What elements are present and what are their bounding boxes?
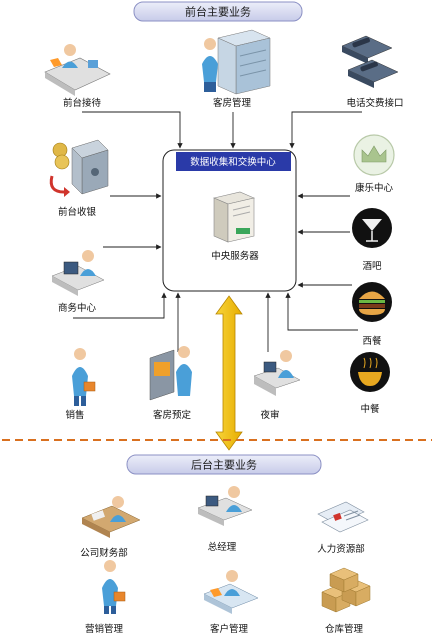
front-banner-label: 前台主要业务 (185, 5, 251, 19)
node-label: 前台接待 (63, 97, 102, 109)
node-chinese-restaurant: 中餐 (350, 352, 390, 415)
node-marketing-mgmt: 营销管理 (85, 560, 126, 635)
node-finance-dept: 公司财务部 (80, 496, 141, 559)
person-briefcase-icon (72, 348, 96, 406)
workstation-icon (51, 250, 105, 296)
node-label: 夜审 (260, 409, 279, 421)
node-label: 中餐 (360, 403, 380, 415)
node-label: 客房管理 (213, 97, 252, 109)
soup-bowl-icon (350, 352, 390, 392)
node-hr-dept: 人力资源部 (317, 501, 369, 555)
front-business-banner: 前台主要业务 (133, 1, 303, 22)
node-label: 仓库管理 (325, 623, 364, 635)
node-room-reservation: 客房预定 (149, 346, 192, 421)
telephone-icon (341, 35, 399, 88)
node-business-center: 商务中心 (51, 250, 105, 314)
crown-icon (353, 134, 395, 176)
node-label: 总经理 (208, 541, 237, 553)
central-server-icon (213, 191, 255, 243)
boxes-icon (321, 567, 371, 613)
node-night-audit: 夜审 (253, 350, 301, 421)
node-label: 西餐 (362, 335, 382, 347)
back-business-banner: 后台主要业务 (126, 454, 322, 475)
node-general-manager: 总经理 (197, 486, 253, 553)
manager-desk-icon (197, 486, 253, 526)
connector-lines (73, 111, 362, 352)
node-label: 康乐中心 (355, 182, 394, 194)
burger-icon (352, 282, 392, 322)
hub-title-bar (176, 152, 291, 171)
node-recreation-center: 康乐中心 (353, 134, 395, 194)
node-label: 商务中心 (58, 302, 97, 314)
node-sales: 销售 (65, 348, 96, 421)
node-front-desk-cashier: 前台收银 (49, 139, 109, 218)
receptionist-desk-icon (44, 44, 111, 96)
customer-desk-icon (203, 570, 259, 614)
node-label: 电话交费接口 (346, 97, 403, 109)
id-cards-icon (317, 501, 369, 533)
node-label: 营销管理 (85, 623, 124, 635)
front-back-exchange-arrow (215, 295, 243, 451)
node-label: 公司财务部 (80, 547, 128, 559)
node-western-restaurant: 西餐 (352, 282, 392, 347)
node-label: 销售 (65, 409, 84, 421)
safe-coins-icon (49, 139, 109, 197)
data-exchange-center: 数据收集和交换中心 中央服务器 (162, 149, 297, 292)
node-bar: 酒吧 (352, 208, 392, 272)
person-briefcase-icon (102, 560, 126, 614)
finance-desk-icon (81, 496, 141, 538)
node-label: 酒吧 (362, 261, 382, 272)
desk-operator-icon (253, 350, 301, 396)
node-customer-mgmt: 客户管理 (203, 570, 259, 635)
node-label: 客房预定 (153, 409, 192, 421)
node-label: 前台收银 (58, 206, 97, 218)
node-front-desk-reception: 前台接待 (44, 44, 111, 109)
node-phone-exchange-interface: 电话交费接口 (341, 35, 404, 109)
kiosk-terminal-icon (149, 346, 192, 401)
node-warehouse-mgmt: 仓库管理 (321, 567, 371, 635)
back-banner-label: 后台主要业务 (191, 458, 257, 472)
hub-title: 数据收集和交换中心 (190, 156, 276, 168)
server-rack-operator-icon (202, 29, 271, 95)
central-server-label: 中央服务器 (211, 250, 259, 262)
node-label: 客户管理 (210, 623, 249, 635)
node-label: 人力资源部 (317, 543, 365, 555)
node-room-management: 客房管理 (202, 29, 271, 109)
cocktail-glass-icon (352, 208, 392, 248)
